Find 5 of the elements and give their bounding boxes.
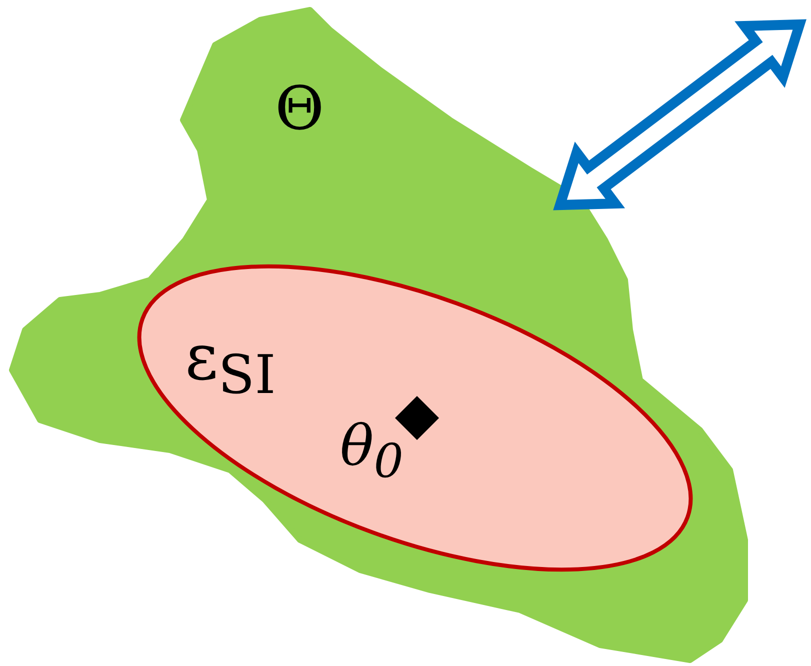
- region-blob: [8, 6, 750, 664]
- point-marker: [395, 396, 439, 440]
- point-label: θ$_{0}$: [340, 416, 404, 489]
- region-label: ε$_{SI}$: [185, 323, 276, 404]
- region-label: Θ: [275, 76, 324, 142]
